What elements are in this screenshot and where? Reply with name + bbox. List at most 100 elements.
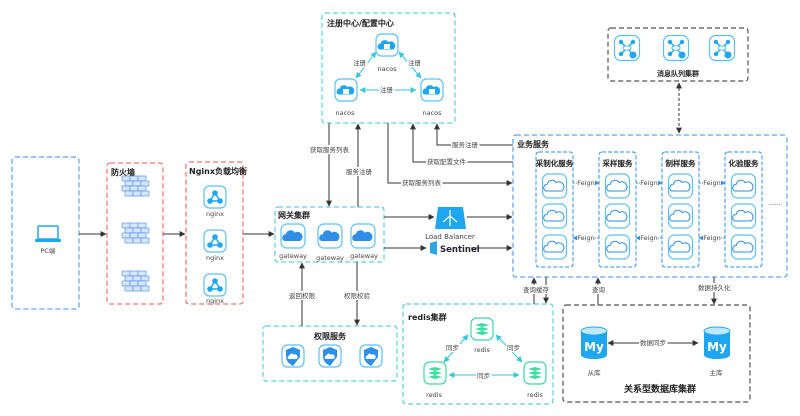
- cloud-icon: [604, 173, 631, 199]
- feign-label: Feign: [577, 234, 594, 242]
- registry-title: 注册中心/配置中心: [327, 18, 394, 28]
- label-gw-get-list: 获取服务列表: [310, 145, 350, 154]
- client-group: [11, 156, 80, 310]
- load-balancer-icon: [435, 207, 466, 229]
- client-label: PC端: [41, 246, 56, 255]
- nginx-label-1: nginx: [206, 210, 224, 218]
- service-group: [661, 151, 700, 268]
- message-hub-icon: [613, 34, 641, 62]
- cloud-icon: [541, 203, 568, 229]
- cloud-icon: [280, 223, 306, 249]
- cloud-icon: [667, 173, 694, 199]
- shield-icon: [281, 344, 305, 368]
- firewall-title: 防火墙: [111, 167, 135, 177]
- feign-label: Feign: [703, 179, 720, 187]
- nacos-label-3: nacos: [422, 109, 442, 117]
- edge-biz-register: [434, 123, 513, 146]
- business-group: [512, 134, 788, 278]
- gateway-label-2: gateway: [316, 254, 344, 262]
- share-nodes-icon: [203, 229, 227, 253]
- service-group: [535, 151, 574, 268]
- label-biz-register: 服务注册: [452, 140, 479, 149]
- service-title: 制样服务: [666, 158, 696, 168]
- label-gw-register: 服务注册: [346, 167, 373, 176]
- cloud-icon: [541, 234, 568, 260]
- service-group: [724, 151, 763, 268]
- database-group: [562, 304, 751, 403]
- label-redis-link-2: 同步: [507, 344, 521, 352]
- label-redis-link-1: 同步: [446, 344, 460, 352]
- nginx-label-3: nginx: [206, 297, 224, 305]
- feign-label: Feign: [703, 234, 720, 242]
- label-registry-link-1: 注册: [353, 58, 367, 67]
- database-title: 关系型数据库集群: [624, 383, 696, 395]
- nacos-label-2: nacos: [335, 109, 355, 117]
- sentinel-logo-icon: [430, 241, 437, 255]
- label-more-services: ......: [768, 199, 780, 207]
- auth-group: [262, 325, 398, 382]
- redis-stack-icon: [470, 317, 494, 341]
- cloud-server-icon: [334, 78, 358, 102]
- label-registry-link-2: 注册: [408, 58, 422, 67]
- laptop-icon: [35, 225, 61, 242]
- label-registry-link-3: 注册: [380, 85, 394, 94]
- svg-text:My: My: [584, 340, 604, 354]
- nginx-group: [185, 161, 244, 305]
- db-master-label: 主库: [710, 368, 724, 377]
- label-persist: 数据持久化: [698, 283, 731, 292]
- cloud-icon: [667, 203, 694, 229]
- mq-title: 消息队列集群: [657, 69, 699, 78]
- cloud-icon: [604, 203, 631, 229]
- nacos-label-1: nacos: [377, 65, 397, 73]
- nginx-title: Nginx负载均衡: [189, 166, 247, 176]
- firewall-icon: [121, 270, 150, 292]
- service-title: 化验服务: [729, 158, 759, 168]
- edge-biz-get-list: [387, 123, 513, 186]
- redis-group: [402, 303, 554, 405]
- share-nodes-icon: [203, 185, 227, 209]
- redis-label-2: redis: [426, 391, 442, 399]
- gateway-title: 网关集群: [278, 210, 310, 220]
- mysql-icon: My: [580, 326, 608, 359]
- feign-label: Feign: [577, 179, 594, 187]
- label-db-query: 查询: [592, 285, 606, 294]
- label-auth-check: 权限校验: [344, 291, 371, 300]
- mysql-icon: My: [703, 326, 731, 359]
- service-title: 采样服务: [602, 158, 633, 168]
- cloud-icon: [730, 203, 757, 229]
- gateway-label-1: gateway: [279, 252, 307, 260]
- cloud-server-icon: [375, 33, 399, 57]
- feign-label: Feign: [640, 179, 657, 187]
- redis-stack-icon: [423, 361, 447, 385]
- cloud-icon: [667, 234, 694, 260]
- share-nodes-icon: [203, 273, 227, 297]
- cloud-server-icon: [420, 78, 444, 102]
- sentinel-label: Sentinel: [440, 245, 480, 255]
- label-auth-return: 返回权限: [289, 291, 316, 300]
- cloud-icon: [730, 173, 757, 199]
- redis-title: redis集群: [408, 312, 447, 322]
- message-hub-icon: [662, 34, 690, 62]
- cloud-icon: [350, 223, 376, 249]
- label-redis-link-3: 同步: [477, 372, 491, 380]
- db-slave-label: 从库: [588, 368, 602, 377]
- cloud-icon: [604, 234, 631, 260]
- label-biz-config: 获取配置文件: [427, 157, 467, 166]
- redis-label-1: redis: [474, 346, 490, 354]
- gateway-label-3: gateway: [350, 252, 378, 260]
- shield-icon: [359, 344, 383, 368]
- firewall-icon: [121, 175, 150, 197]
- feign-label: Feign: [640, 234, 657, 242]
- label-db-sync: 数据同步: [640, 338, 667, 347]
- cloud-icon: [541, 173, 568, 199]
- service-title: 采制化服务: [535, 158, 574, 168]
- svg-text:My: My: [707, 340, 727, 354]
- shield-icon: [318, 344, 342, 368]
- redis-stack-icon: [523, 361, 547, 385]
- cloud-icon: [730, 234, 757, 260]
- gateway-group: [274, 206, 385, 263]
- label-cache-query: 查询缓存: [523, 285, 550, 294]
- service-group: [598, 151, 637, 268]
- auth-title: 权限服务: [313, 331, 347, 341]
